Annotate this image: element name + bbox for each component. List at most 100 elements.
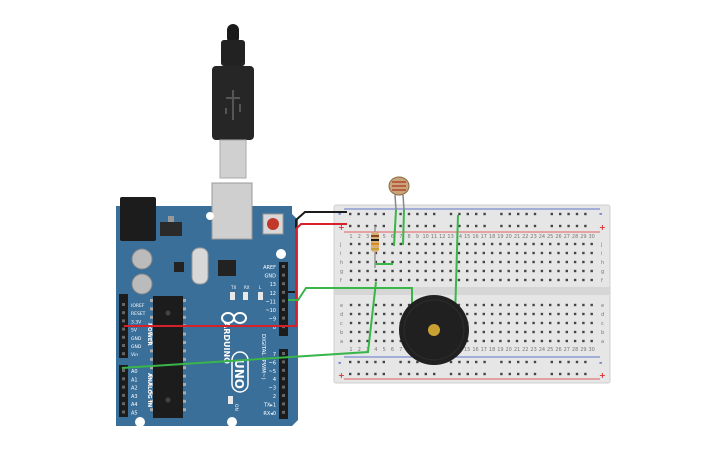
hole[interactable]: [482, 330, 485, 334]
rail-hole[interactable]: [559, 372, 562, 376]
hole[interactable]: [482, 242, 485, 246]
hole[interactable]: [499, 260, 502, 264]
usb-cable[interactable]: [212, 24, 254, 179]
hole[interactable]: [449, 278, 452, 282]
header-pin[interactable]: [282, 316, 285, 320]
hole[interactable]: [532, 339, 535, 343]
hole[interactable]: [490, 242, 494, 246]
hole[interactable]: [507, 330, 510, 334]
piezo-buzzer[interactable]: [399, 295, 469, 365]
rail-hole[interactable]: [550, 224, 553, 228]
hole[interactable]: [540, 251, 544, 255]
rail-hole[interactable]: [424, 372, 427, 376]
hole[interactable]: [590, 321, 593, 325]
hole[interactable]: [582, 339, 585, 343]
hole[interactable]: [366, 269, 369, 273]
rail-hole[interactable]: [449, 224, 453, 228]
hole[interactable]: [532, 330, 535, 334]
hole[interactable]: [524, 251, 527, 255]
rail-hole[interactable]: [575, 360, 579, 364]
hole[interactable]: [482, 278, 485, 282]
hole[interactable]: [374, 260, 378, 264]
rail-hole[interactable]: [550, 372, 553, 376]
hole[interactable]: [374, 278, 378, 282]
hole[interactable]: [416, 242, 419, 246]
hole[interactable]: [482, 269, 485, 273]
rail-hole[interactable]: [525, 360, 528, 364]
rail-hole[interactable]: [449, 360, 453, 364]
hole[interactable]: [349, 321, 353, 325]
hole[interactable]: [407, 260, 411, 264]
hole[interactable]: [515, 330, 519, 334]
rail-hole[interactable]: [525, 224, 528, 228]
rail-hole[interactable]: [508, 372, 511, 376]
hole[interactable]: [482, 260, 485, 264]
rail-hole[interactable]: [349, 212, 352, 216]
hole[interactable]: [540, 339, 544, 343]
header-pin[interactable]: [282, 265, 285, 268]
rail-hole[interactable]: [416, 224, 419, 228]
hole[interactable]: [474, 303, 477, 307]
rail-hole[interactable]: [349, 360, 352, 364]
hole[interactable]: [515, 312, 519, 316]
hole[interactable]: [507, 269, 510, 273]
hole[interactable]: [349, 269, 353, 273]
hole[interactable]: [573, 330, 577, 334]
hole[interactable]: [466, 242, 469, 246]
rail-hole[interactable]: [416, 212, 419, 216]
hole[interactable]: [399, 260, 402, 264]
hole[interactable]: [457, 303, 461, 307]
hole[interactable]: [432, 278, 436, 282]
hole[interactable]: [399, 269, 402, 273]
hole[interactable]: [358, 242, 361, 246]
hole[interactable]: [540, 312, 544, 316]
header-pin[interactable]: [122, 393, 125, 397]
rail-hole[interactable]: [483, 372, 486, 376]
hole[interactable]: [374, 269, 378, 273]
hole[interactable]: [416, 251, 419, 255]
hole[interactable]: [524, 303, 527, 307]
hole[interactable]: [507, 278, 510, 282]
hole[interactable]: [507, 312, 510, 316]
hole[interactable]: [549, 251, 552, 255]
rail-hole[interactable]: [357, 224, 360, 228]
hole[interactable]: [391, 260, 394, 264]
rail-hole[interactable]: [399, 372, 402, 376]
hole[interactable]: [474, 312, 477, 316]
hole[interactable]: [358, 312, 361, 316]
hole[interactable]: [590, 278, 593, 282]
hole[interactable]: [466, 303, 469, 307]
hole[interactable]: [466, 278, 469, 282]
hole[interactable]: [358, 321, 361, 325]
rail-hole[interactable]: [550, 212, 553, 216]
arduino-board[interactable]: TX RX L ARDUINO UNO DIGITAL (PWM~) POWER…: [116, 182, 298, 427]
hole[interactable]: [582, 303, 585, 307]
wire-ldr-rail[interactable]: [393, 209, 397, 247]
hole[interactable]: [582, 260, 585, 264]
rail-hole[interactable]: [382, 372, 385, 376]
hole[interactable]: [399, 278, 402, 282]
hole[interactable]: [457, 251, 461, 255]
hole[interactable]: [416, 269, 419, 273]
hole[interactable]: [549, 269, 552, 273]
hole[interactable]: [349, 330, 353, 334]
hole[interactable]: [515, 242, 519, 246]
hole[interactable]: [349, 278, 353, 282]
rail-hole[interactable]: [584, 212, 587, 216]
rail-hole[interactable]: [424, 224, 427, 228]
hole[interactable]: [515, 321, 519, 325]
wire-buzzer-gnd[interactable]: [454, 214, 459, 319]
rail-hole[interactable]: [466, 212, 469, 216]
header-pin[interactable]: [282, 402, 285, 406]
header-pin[interactable]: [282, 385, 285, 389]
wire-5v-red[interactable]: [124, 223, 347, 327]
hole[interactable]: [474, 242, 477, 246]
hole[interactable]: [383, 339, 386, 343]
rail-hole[interactable]: [407, 360, 411, 364]
header-pin[interactable]: [282, 377, 285, 381]
rail-hole[interactable]: [475, 212, 478, 216]
header-pin[interactable]: [282, 308, 285, 311]
hole[interactable]: [590, 269, 593, 273]
rail-hole[interactable]: [483, 224, 486, 228]
rail-hole[interactable]: [466, 372, 469, 376]
